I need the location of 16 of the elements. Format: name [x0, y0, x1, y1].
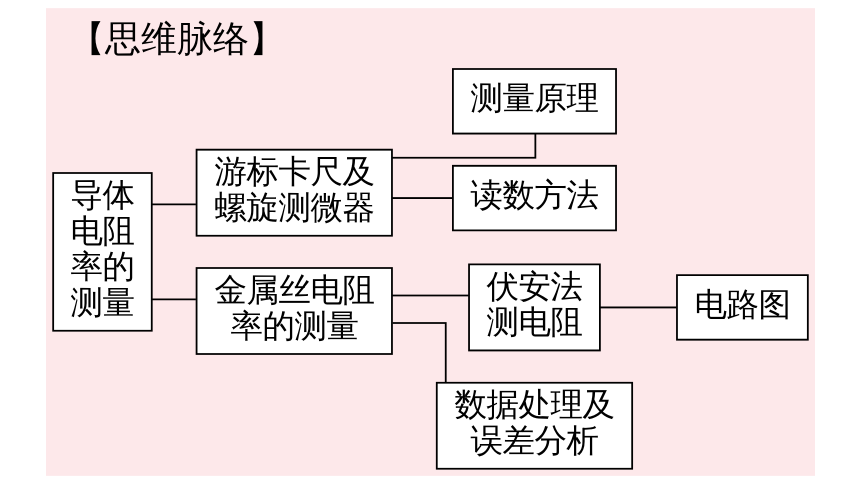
node-box: 数据处理及误差分析 [435, 382, 633, 470]
node-box: 伏安法测电阻 [468, 264, 600, 352]
connector [151, 203, 196, 206]
connector [392, 134, 536, 159]
connector [391, 294, 468, 296]
node-box: 电路图 [676, 274, 808, 341]
connector [600, 306, 676, 308]
node-box: 游标卡尺及螺旋测微器 [195, 148, 392, 237]
connector [392, 322, 446, 382]
node-box: 读数方法 [452, 164, 616, 232]
node-box: 金属丝电阻率的测量 [195, 267, 392, 355]
connector [151, 298, 196, 300]
node-box: 导体电阻率的测量 [52, 172, 152, 332]
connector [391, 197, 452, 199]
node-box: 测量原理 [452, 68, 616, 134]
diagram-title: 【思维脉络】 [68, 19, 284, 60]
